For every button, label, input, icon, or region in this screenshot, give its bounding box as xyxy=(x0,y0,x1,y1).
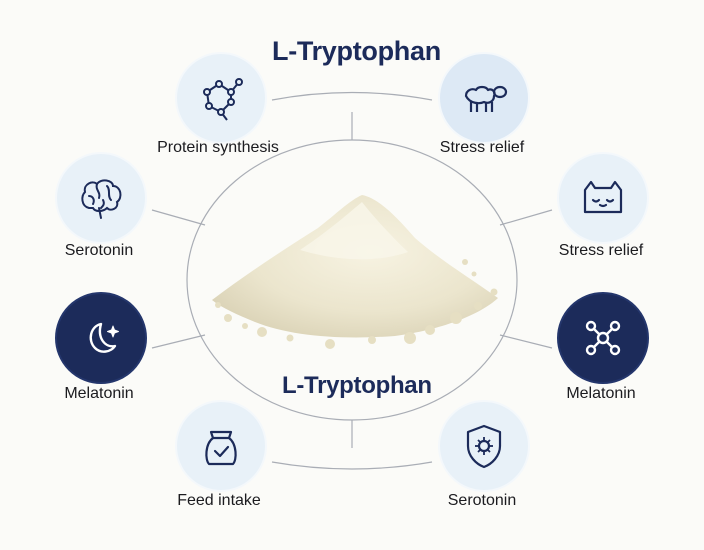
node-serotonin-bottom xyxy=(438,400,530,492)
node-circle xyxy=(438,400,530,492)
molecule-network-icon xyxy=(203,78,243,121)
feed-bag-icon xyxy=(205,430,237,466)
node-feed-intake xyxy=(175,400,267,492)
connector-top-arc xyxy=(271,91,433,101)
connector-bottom-arc xyxy=(271,461,433,470)
sleeping-cat-icon xyxy=(583,180,623,214)
connector-right-lower xyxy=(499,334,553,349)
node-label-serotonin-bottom: Serotonin xyxy=(447,492,517,509)
node-label-protein-synthesis: Protein synthesis xyxy=(157,139,279,156)
node-circle xyxy=(175,52,267,144)
connector-right-upper xyxy=(499,209,553,226)
connector-left-upper xyxy=(151,209,206,226)
node-circle xyxy=(55,152,147,244)
node-serotonin-left xyxy=(55,152,147,244)
node-circle xyxy=(557,152,649,244)
node-circle xyxy=(438,52,530,144)
shield-virus-icon xyxy=(466,424,502,469)
sheep-icon xyxy=(464,85,508,112)
diagram-title: L-Tryptophan xyxy=(272,36,441,66)
center-label: L-Tryptophan xyxy=(282,372,432,399)
node-circle xyxy=(55,292,147,384)
node-circle xyxy=(175,400,267,492)
node-label-stress-relief-right: Stress relief xyxy=(558,242,644,259)
moon-stars-icon xyxy=(89,322,119,353)
node-circle xyxy=(557,292,649,384)
node-stress-relief-right xyxy=(557,152,649,244)
brain-icon xyxy=(81,179,122,219)
node-melatonin-right xyxy=(557,292,649,384)
node-stress-relief-top xyxy=(438,52,530,144)
connector-left-lower xyxy=(151,334,206,349)
node-melatonin-left xyxy=(55,292,147,384)
node-protein-synthesis xyxy=(175,52,267,144)
node-label-melatonin-left: Melatonin xyxy=(64,385,134,402)
node-label-feed-intake: Feed intake xyxy=(177,492,261,509)
node-label-stress-relief-top: Stress relief xyxy=(439,139,525,156)
node-label-melatonin-right: Melatonin xyxy=(566,385,636,402)
molecule-icon xyxy=(585,320,621,356)
node-label-serotonin-left: Serotonin xyxy=(64,242,134,259)
